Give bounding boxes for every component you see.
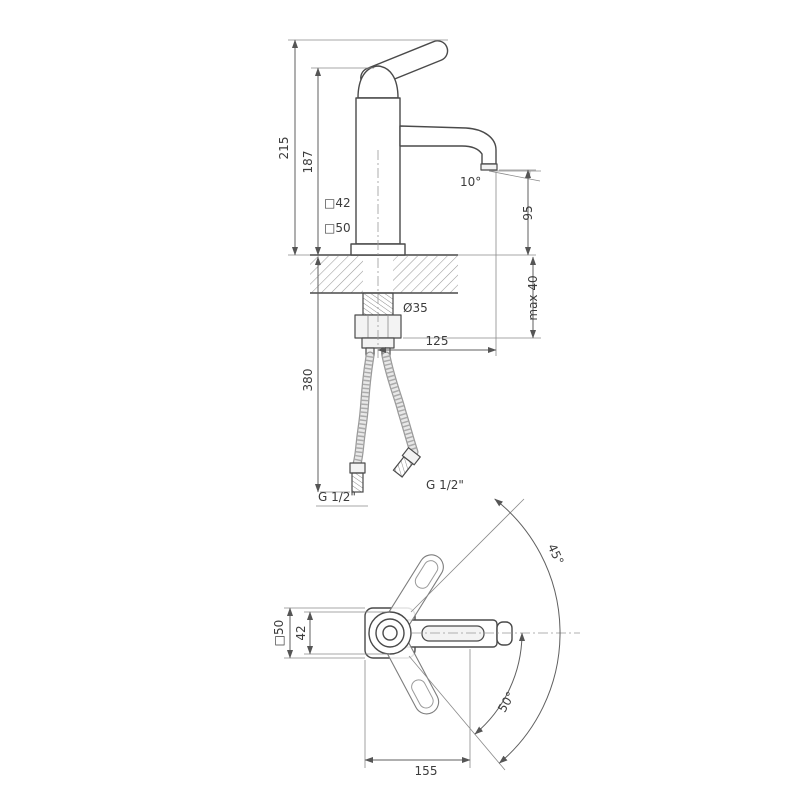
dim-body-height-label: 187	[301, 151, 315, 174]
nut-facets	[367, 315, 389, 338]
swing-angle-lower-label: 50°	[495, 689, 518, 714]
spout-slot	[421, 625, 485, 642]
handle-swing-geometry: 45° 50°	[408, 498, 580, 771]
swing-arc-outer	[494, 498, 561, 764]
dim-spout-reach: 125	[377, 172, 497, 356]
hose-thread-left: G 1/2"	[316, 490, 368, 507]
dim-total-height: 215	[277, 39, 448, 256]
handle-dome	[357, 65, 399, 99]
swing-line-lower	[408, 655, 506, 771]
spout-tip	[496, 621, 513, 646]
dim-spout-angle: 10°	[460, 170, 541, 189]
dim-overall-reach: 155	[364, 649, 471, 778]
dim-max-thickness: max 40	[403, 256, 541, 339]
dim-spout-reach-label: 125	[426, 334, 449, 348]
spout-arm	[399, 125, 497, 165]
dim-max-thickness-label: max 40	[526, 275, 540, 320]
dim-spout-height: 95	[458, 169, 536, 256]
dim-top-base-square: □50	[272, 607, 365, 659]
dim-top-body-width-label: 42	[294, 625, 308, 640]
dim-body-height: 187	[301, 67, 374, 256]
dim-overall-reach-label: 155	[415, 764, 438, 778]
hose-thread-right-label: G 1/2"	[426, 478, 464, 492]
dim-hose-length-label: 380	[301, 369, 315, 392]
body-circle-outer	[368, 611, 412, 655]
supply-hoses	[349, 351, 421, 493]
base-square-label: □50	[324, 221, 351, 235]
dim-top-body-width: 42	[294, 611, 390, 655]
body-circle-inner	[382, 625, 398, 641]
dim-hose-length: 380	[301, 256, 350, 493]
hose-left-braid	[353, 355, 374, 465]
dim-spout-height-label: 95	[521, 205, 535, 220]
top-view: 45° 50° □50 42 155	[272, 498, 580, 778]
counter-hatch-right	[393, 256, 458, 293]
dim-total-height-label: 215	[277, 137, 291, 160]
hose-right-braid	[382, 355, 418, 454]
dim-top-base-square-label: □50	[272, 620, 286, 647]
hose-thread-left-label: G 1/2"	[318, 490, 356, 504]
swing-arc-inner	[474, 632, 526, 735]
swing-angle-upper-label: 45°	[545, 542, 567, 567]
hose-fitting-right	[392, 447, 421, 478]
side-view: 215 187 □42 □50 10° 95 max 40	[277, 39, 541, 507]
body-square-label: □42	[324, 196, 351, 210]
hose-fitting-left	[349, 462, 366, 493]
spout-angle-label: 10°	[460, 175, 481, 189]
aerator	[480, 163, 498, 171]
body-circle-mid	[375, 618, 405, 648]
countertop-section	[310, 254, 458, 294]
shank-diameter-label: Ø35	[403, 301, 428, 315]
